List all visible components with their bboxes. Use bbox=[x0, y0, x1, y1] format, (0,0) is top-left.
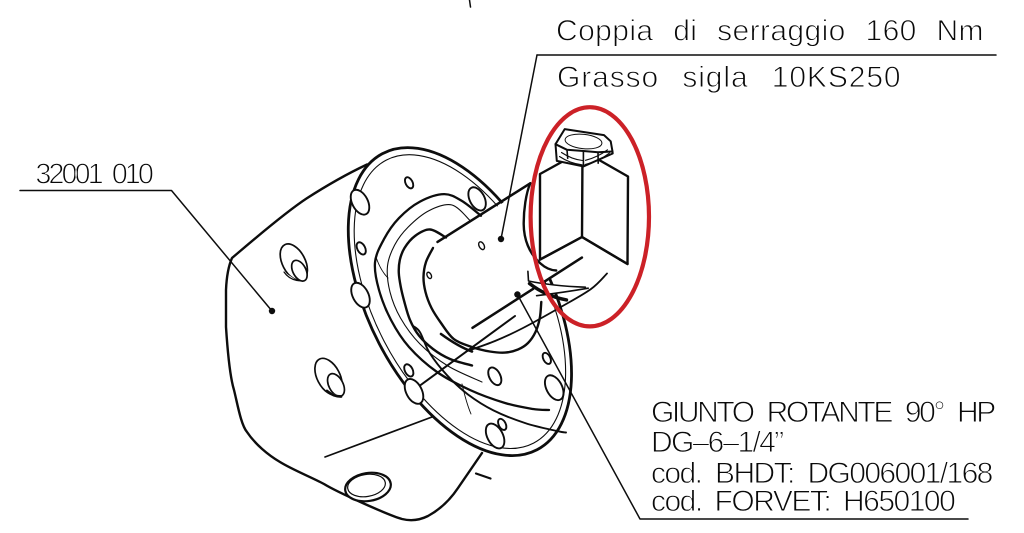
svg-text:Coppia di serraggio 160 Nm: Coppia di serraggio 160 Nm bbox=[556, 15, 984, 48]
svg-text:cod. BHDT: DG006001/168: cod. BHDT: DG006001/168 bbox=[651, 457, 993, 490]
svg-text:cod. FORVET: H650100: cod. FORVET: H650100 bbox=[651, 485, 955, 518]
svg-text:Grasso sigla 10KS250: Grasso sigla 10KS250 bbox=[557, 61, 902, 94]
svg-text:GIUNTO ROTANTE 90° HP: GIUNTO ROTANTE 90° HP bbox=[651, 396, 995, 429]
svg-text:DG–6–1/4”: DG–6–1/4” bbox=[651, 426, 783, 459]
svg-text:32001 010: 32001 010 bbox=[36, 158, 153, 190]
